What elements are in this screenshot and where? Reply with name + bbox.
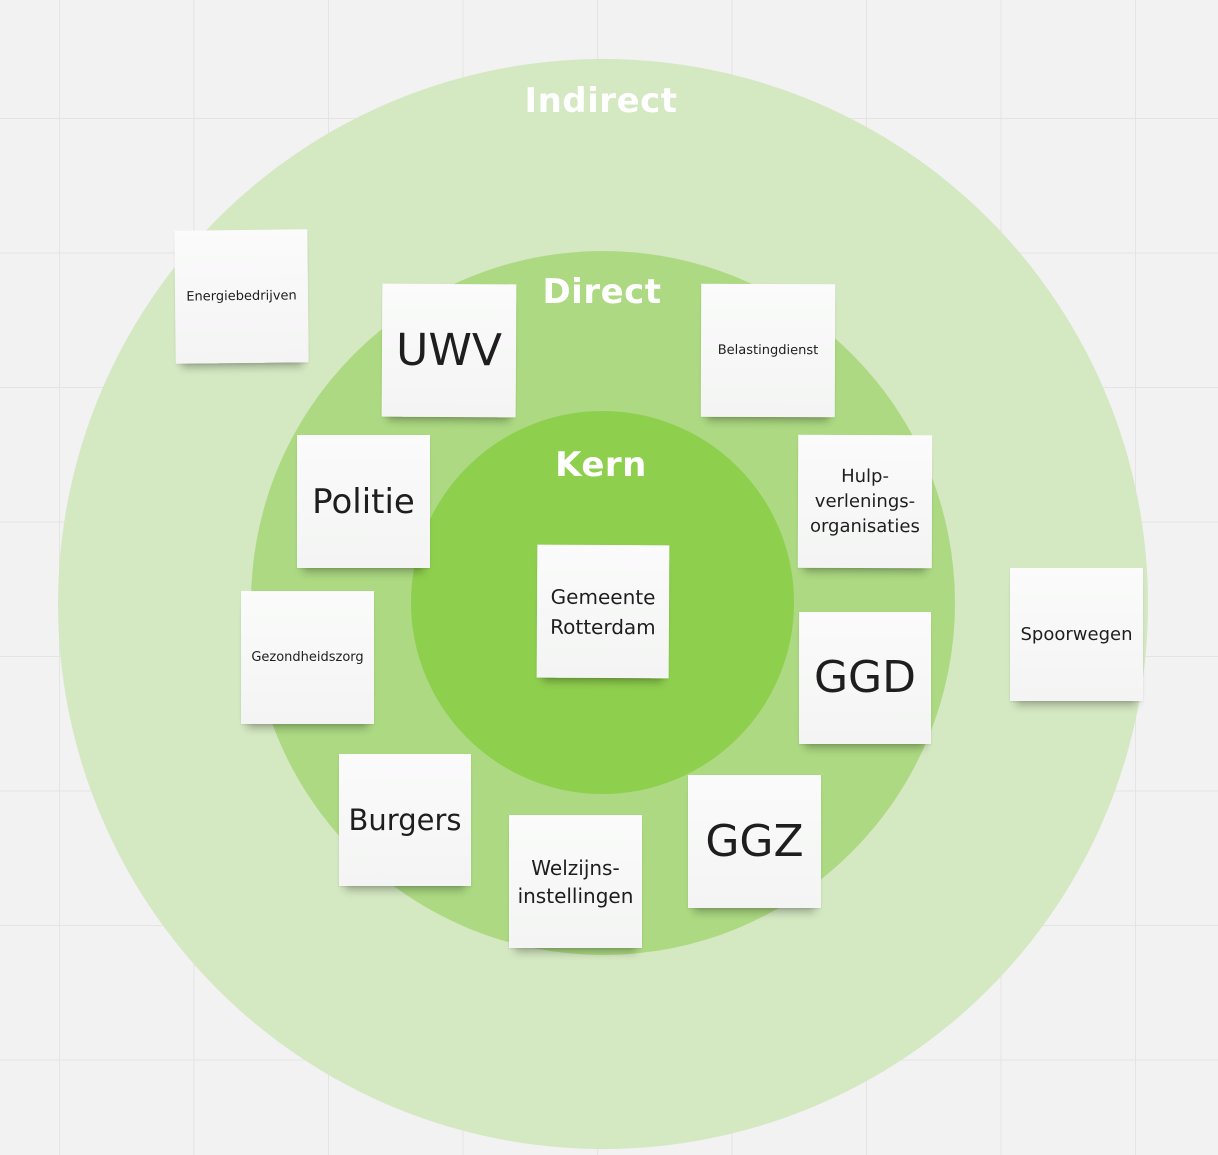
sticky-note-text: GGZ — [705, 815, 804, 867]
sticky-note-text: Hulp- verlenings- organisaties — [809, 465, 920, 538]
sticky-note-gemeente-rotterdam[interactable]: Gemeente Rotterdam — [536, 544, 670, 679]
sticky-note-text: Energiebedrijven — [186, 288, 297, 305]
sticky-note-text: Spoorwegen — [1020, 624, 1133, 645]
sticky-note-ggd[interactable]: GGD — [799, 612, 931, 744]
sticky-note-hulpverleningsorganisaties[interactable]: Hulp- verlenings- organisaties — [797, 434, 933, 569]
ring-label-indirect: Indirect — [524, 81, 678, 121]
ring-label-kern: Kern — [555, 445, 647, 485]
sticky-note-energiebedrijven[interactable]: Energiebedrijven — [174, 229, 309, 364]
sticky-note-text: Burgers — [348, 803, 462, 837]
sticky-note-text: GGD — [813, 652, 917, 703]
sticky-note-politie[interactable]: Politie — [297, 435, 430, 568]
sticky-note-ggz[interactable]: GGZ — [688, 775, 821, 908]
sticky-note-belastingdienst[interactable]: Belastingdienst — [700, 283, 836, 418]
sticky-note-text: Gemeente Rotterdam — [550, 584, 656, 639]
sticky-note-text: UWV — [395, 324, 503, 376]
sticky-note-burgers[interactable]: Burgers — [339, 754, 471, 886]
sticky-note-text: Welzijns- instellingen — [517, 855, 634, 908]
sticky-note-text: Gezondheidszorg — [251, 650, 364, 665]
ring-label-direct: Direct — [542, 272, 662, 312]
sticky-note-welzijnsinstellingen[interactable]: Welzijns- instellingen — [509, 815, 642, 948]
sticky-note-spoorwegen[interactable]: Spoorwegen — [1010, 568, 1143, 701]
sticky-note-uwv[interactable]: UWV — [381, 283, 517, 418]
sticky-note-text: Belastingdienst — [717, 342, 819, 359]
sticky-note-gezondheidszorg[interactable]: Gezondheidszorg — [241, 591, 374, 724]
sticky-note-text: Politie — [312, 481, 415, 522]
